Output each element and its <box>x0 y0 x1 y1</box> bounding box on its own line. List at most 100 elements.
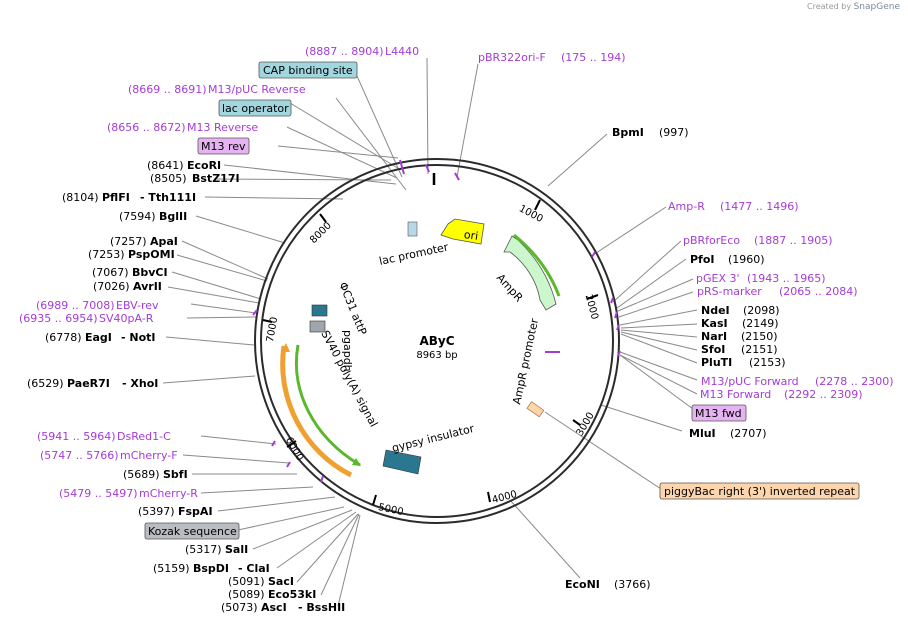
m13-rev-box[interactable] <box>197 137 250 155</box>
plasmid-length: 8963 bp <box>416 350 457 361</box>
enzyme-econi: EcoNI <box>565 578 600 591</box>
orange-arc <box>280 345 353 478</box>
enzyme-fspai: FspAI <box>178 505 213 518</box>
primer-m13-forward-name: M13 Forward <box>700 388 771 401</box>
enzyme-fspai-pos: (5397) <box>138 505 175 518</box>
primer-dsred-pos: (5941 .. 5964) <box>37 430 116 443</box>
lac-operator-box[interactable] <box>218 99 292 117</box>
enzyme-bsshii: - BssHII <box>298 601 345 614</box>
backbone-outer <box>254 158 620 524</box>
primer-pbr322-name: pBR322ori-F <box>478 51 546 64</box>
enzyme-sali-pos: (5317) <box>185 543 222 556</box>
primer-pbrforeco-pos: (1887 .. 1905) <box>754 234 833 247</box>
tick-marks <box>262 199 599 506</box>
enzyme-sbfi: SbfI <box>163 468 188 481</box>
lac-operator-label: lac operator <box>222 102 289 115</box>
primer-sv40pa-pos: (6935 .. 6954) <box>19 312 98 325</box>
enzyme-bspdi-pos: (5159) <box>153 562 190 575</box>
enzyme-pfoi: PfoI <box>690 253 715 266</box>
enzyme-pflfi: PflFI <box>102 191 130 204</box>
enzyme-bglii-pos: (7594) <box>119 210 156 223</box>
enzyme-bstz17i-pos: (8505) <box>150 172 187 185</box>
ampr-feature[interactable] <box>503 235 557 311</box>
kozak-label: Kozak sequence <box>148 525 237 538</box>
enzyme-eco53ki: Eco53kI <box>268 588 316 601</box>
enzyme-avrii: AvrII <box>133 280 162 293</box>
primer-pgex3-pos: (1943 .. 1965) <box>747 272 826 285</box>
enzyme-saci-pos: (5091) <box>228 575 265 588</box>
enzyme-bbvci: BbvCI <box>132 266 168 279</box>
enzyme-tth111i: - Tth111I <box>140 191 196 204</box>
enzyme-pspomi-pos: (7253) <box>88 248 125 261</box>
enzyme-kasi-pos: (2149) <box>742 317 779 330</box>
primer-m13puc-rev-name: M13/pUC Reverse <box>208 83 306 96</box>
primer-mcherry-f-pos: (5747 .. 5766) <box>40 449 119 462</box>
enzyme-sbfi-pos: (5689) <box>123 468 160 481</box>
orange-arrow <box>281 343 290 352</box>
pgapdh-label: pgapdh <box>341 330 354 372</box>
enzyme-sfoi-pos: (2151) <box>741 343 778 356</box>
piggybac-label: piggyBac right (3') inverted repeat <box>664 485 856 498</box>
snapgene-credit: Created by SnapGene <box>807 2 900 12</box>
primer-m13puc-fwd-name: M13/pUC Forward <box>701 375 799 388</box>
enzyme-kasi: KasI <box>701 317 728 330</box>
cap-binding-box[interactable] <box>258 61 358 79</box>
enzyme-noti: - NotI <box>121 331 156 344</box>
primer-dsred-name: DsRed1-C <box>117 430 171 443</box>
enzyme-paer7i-pos: (6529) <box>27 377 64 390</box>
enzyme-ndei-pos: (2098) <box>743 304 780 317</box>
enzyme-bglii: BglII <box>159 210 187 223</box>
primer-marks <box>252 159 621 483</box>
enzyme-apai: ApaI <box>150 235 178 248</box>
sv40-arc <box>294 344 361 467</box>
primer-mcherry-r-pos: (5479 .. 5497) <box>59 487 138 500</box>
lac-promoter-feature[interactable] <box>407 221 418 237</box>
lac-promoter-label: lac promoter <box>378 240 450 267</box>
sv40-arrow <box>352 458 361 466</box>
credit-prefix: Created by <box>807 2 852 11</box>
backbone-inner <box>260 164 614 518</box>
enzyme-nari-pos: (2150) <box>741 330 778 343</box>
piggybac-feature[interactable] <box>526 401 545 418</box>
ampr-arc <box>513 233 561 297</box>
gypsy-feature[interactable] <box>382 449 422 475</box>
enzyme-mlui: MluI <box>689 427 716 440</box>
primer-ebv-pos: (6989 .. 7008) <box>36 299 115 312</box>
enzyme-pluti-pos: (2153) <box>749 356 786 369</box>
enzyme-clai: - ClaI <box>238 562 270 575</box>
pgapdh-feature[interactable] <box>309 320 326 333</box>
enzyme-bstz17i: BstZ17I <box>192 172 240 185</box>
primer-l4440-pos: (8887 .. 8904) <box>305 45 384 58</box>
plasmid-name: AByC <box>419 334 454 348</box>
primer-m13-reverse-pos: (8656 .. 8672) <box>107 121 186 134</box>
primer-ampr-name: Amp-R <box>668 200 705 213</box>
ori-feature[interactable] <box>440 218 485 245</box>
primer-sv40pa-name: SV40pA-R <box>99 312 154 325</box>
enzyme-eagi-pos: (6778) <box>45 331 82 344</box>
primer-pbrforeco-name: pBRforEco <box>683 234 740 247</box>
enzyme-sfoi: SfoI <box>701 343 725 356</box>
primer-mcherry-r-name: mCherry-R <box>139 487 198 500</box>
piggybac-box[interactable] <box>659 482 860 500</box>
enzyme-apai-pos: (7257) <box>110 235 147 248</box>
enzyme-avrii-pos: (7026) <box>93 280 130 293</box>
enzyme-pfoi-pos: (1960) <box>728 253 765 266</box>
primer-mcherry-f-name: mCherry-F <box>120 449 178 462</box>
tick-6000: 6000 <box>283 435 305 463</box>
primer-ebv-name: EBV-rev <box>116 299 159 312</box>
tick-8000: 8000 <box>308 220 334 246</box>
primer-ampr-pos: (1477 .. 1496) <box>720 200 799 213</box>
snapgene-brand: SnapGene <box>853 2 900 12</box>
phic31-feature[interactable] <box>311 304 328 317</box>
enzyme-asci-pos: (5073) <box>221 601 258 614</box>
m13-fwd-box[interactable] <box>691 404 747 422</box>
enzyme-ecori: EcoRI <box>187 159 221 172</box>
enzyme-saci: SacI <box>268 575 294 588</box>
kozak-box[interactable] <box>144 522 240 540</box>
m13-rev-label: M13 rev <box>201 140 246 153</box>
enzyme-econi-pos: (3766) <box>614 578 651 591</box>
enzyme-bbvci-pos: (7067) <box>92 266 129 279</box>
primer-prs-pos: (2065 .. 2084) <box>779 285 858 298</box>
enzyme-eco53ki-pos: (5089) <box>228 588 265 601</box>
